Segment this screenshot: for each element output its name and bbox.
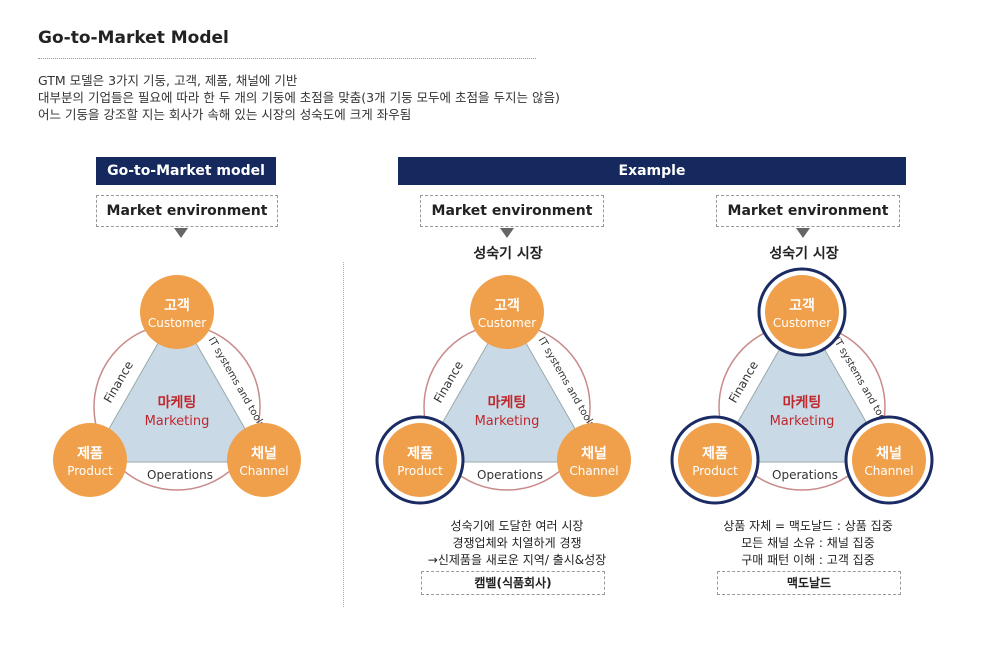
customer-label-en: Customer (148, 316, 206, 330)
intro-line: 대부분의 기업들은 필요에 따라 한 두 개의 기둥에 초점을 맞춤(3개 기둥… (38, 90, 560, 105)
operations-label: Operations (772, 468, 838, 482)
intro-text: GTM 모델은 3가지 기둥, 고객, 제품, 채널에 기반 대부분의 기업들은… (38, 72, 560, 123)
down-arrow-icon (174, 228, 188, 238)
operations-label: Operations (147, 468, 213, 482)
marketing-label-kr: 마케팅 (488, 394, 527, 411)
channel-label-en: Channel (864, 464, 913, 478)
example-left-environment-box: Market environment (420, 195, 604, 227)
model-header: Go-to-Market model (96, 157, 276, 185)
example-right-environment-box: Market environment (716, 195, 900, 227)
product-node (383, 423, 457, 497)
marketing-label-kr: 마케팅 (783, 394, 822, 411)
marketing-triangle (419, 308, 595, 463)
channel-node (227, 423, 301, 497)
marketing-label-en: Marketing (145, 414, 210, 429)
down-arrow-icon (500, 228, 514, 238)
description-line: 성숙기에 도달한 여러 시장 (450, 519, 584, 533)
description-line: →신제품을 새로운 지역/ 출시&성장 (427, 553, 607, 567)
channel-label-kr: 채널 (581, 446, 607, 462)
example-left-company: 캠벨(식품회사) (421, 571, 605, 595)
model-environment-box: Market environment (96, 195, 278, 227)
marketing-label-en: Marketing (770, 414, 835, 429)
example-right-description: 상품 자체 = 맥도날드 : 상품 집중 모든 채널 소유 : 채널 집중 구매… (678, 518, 938, 569)
customer-node (765, 275, 839, 349)
customer-label-en: Customer (478, 316, 536, 330)
product-node (678, 423, 752, 497)
title-divider (38, 58, 536, 59)
example-right-stage: 성숙기 시장 (769, 246, 839, 262)
channel-node (557, 423, 631, 497)
channel-label-kr: 채널 (876, 446, 902, 462)
customer-node (140, 275, 214, 349)
customer-label-kr: 고객 (494, 297, 520, 314)
intro-line: 어느 기둥을 강조할 지는 회사가 속해 있는 시장의 성숙도에 크게 좌우됨 (38, 107, 412, 122)
customer-label-kr: 고객 (789, 297, 815, 314)
product-label-kr: 제품 (407, 446, 433, 462)
product-node (53, 423, 127, 497)
example-right-company: 맥도날드 (717, 571, 901, 595)
product-label-en: Product (67, 464, 113, 478)
channel-label-kr: 채널 (251, 446, 277, 462)
marketing-triangle (89, 308, 265, 463)
channel-node (852, 423, 926, 497)
customer-label-kr: 고객 (164, 297, 190, 314)
product-label-en: Product (692, 464, 738, 478)
marketing-label-kr: 마케팅 (158, 394, 197, 411)
column-divider (343, 262, 344, 607)
description-line: 경쟁업체와 치열하게 경쟁 (452, 536, 582, 550)
product-label-kr: 제품 (702, 446, 728, 462)
channel-label-en: Channel (239, 464, 288, 478)
marketing-label-en: Marketing (475, 414, 540, 429)
down-arrow-icon (796, 228, 810, 238)
example-left-stage: 성숙기 시장 (473, 246, 543, 262)
intro-line: GTM 모델은 3가지 기둥, 고객, 제품, 채널에 기반 (38, 73, 298, 88)
marketing-triangle (714, 308, 890, 463)
example-left-description: 성숙기에 도달한 여러 시장 경쟁업체와 치열하게 경쟁 →신제품을 새로운 지… (387, 518, 647, 569)
description-line: 구매 패턴 이해 : 고객 집중 (741, 553, 875, 567)
operations-label: Operations (477, 468, 543, 482)
example-header: Example (398, 157, 906, 185)
product-label-kr: 제품 (77, 446, 103, 462)
page-title: Go-to-Market Model (38, 28, 229, 48)
customer-label-en: Customer (773, 316, 831, 330)
description-line: 상품 자체 = 맥도날드 : 상품 집중 (723, 519, 893, 533)
description-line: 모든 채널 소유 : 채널 집중 (741, 536, 875, 550)
channel-label-en: Channel (569, 464, 618, 478)
product-label-en: Product (397, 464, 443, 478)
customer-node (470, 275, 544, 349)
